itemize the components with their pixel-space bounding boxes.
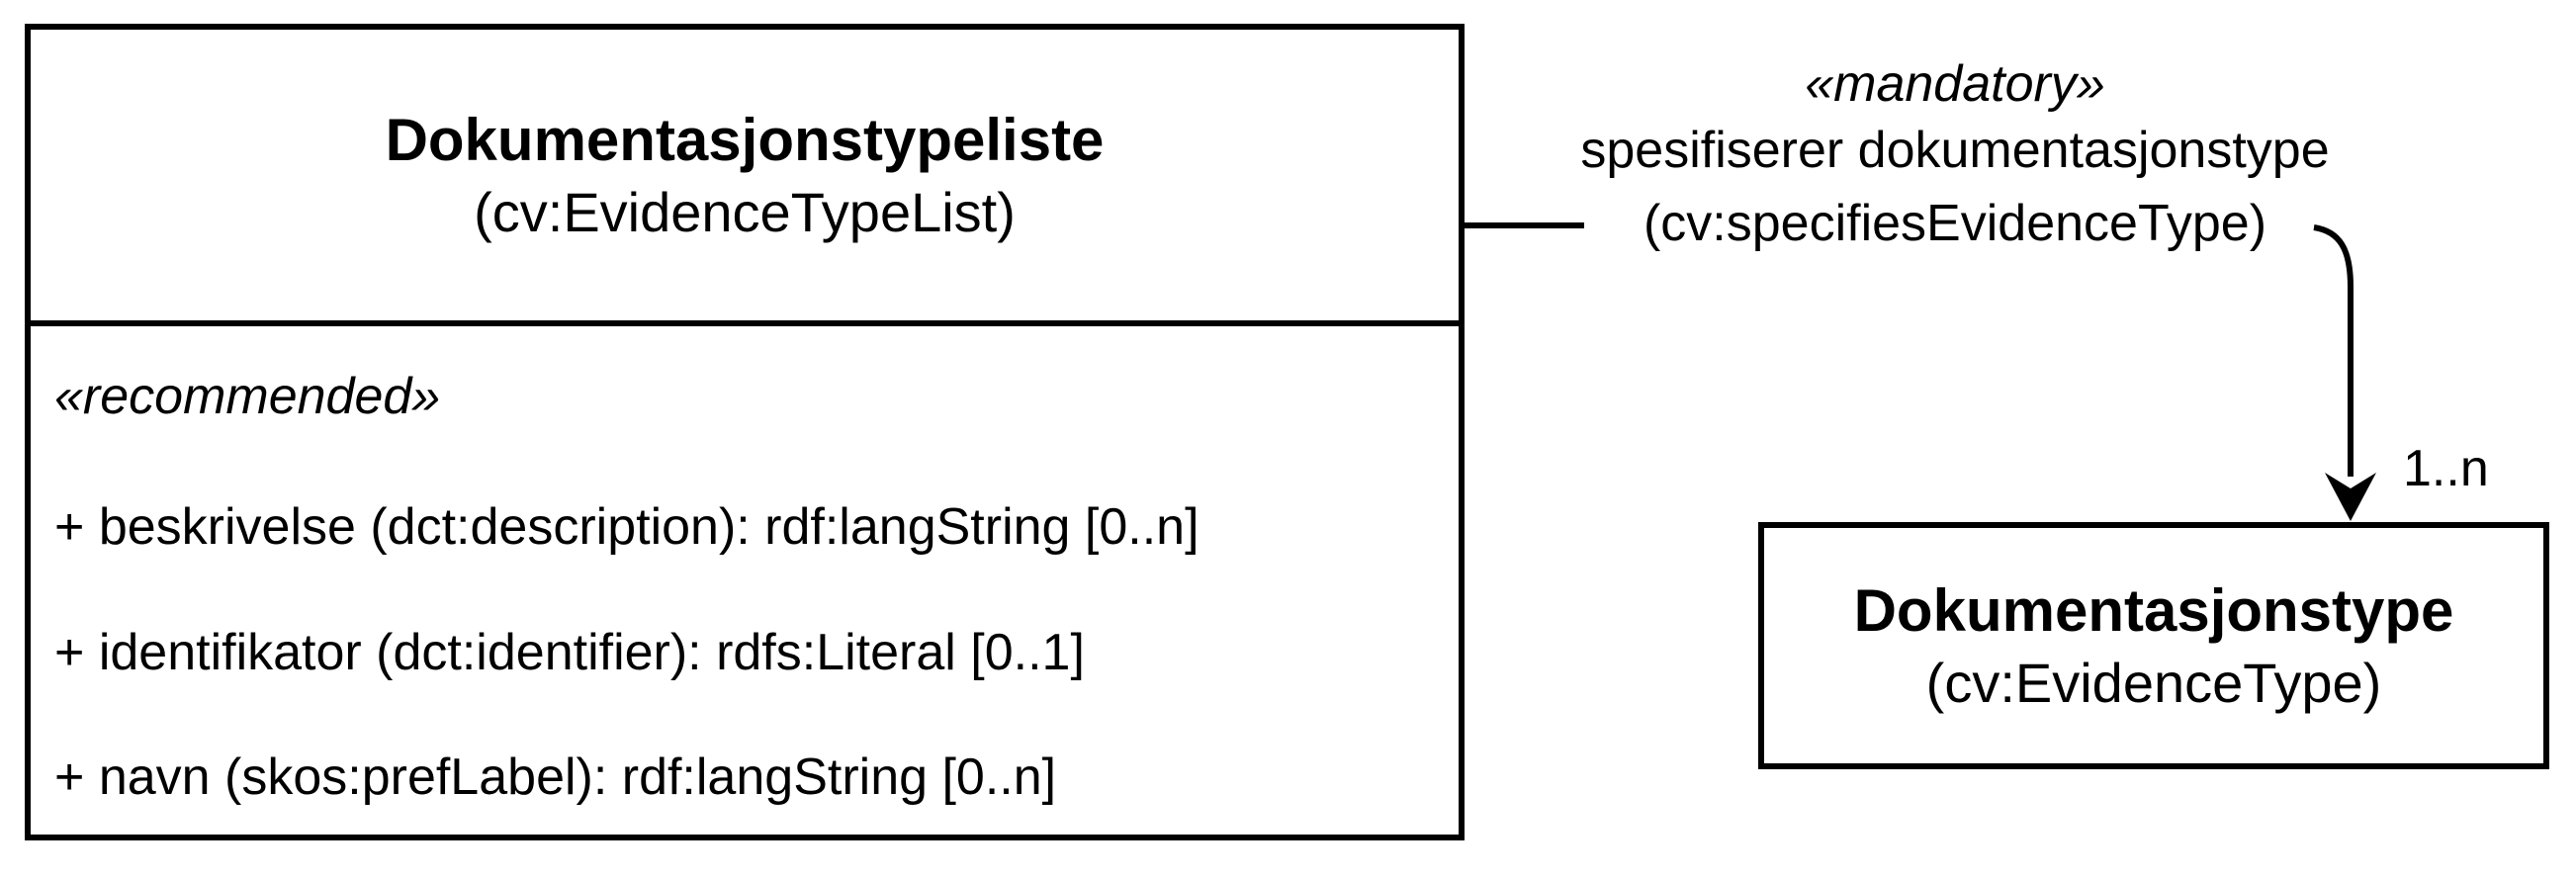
association-stereotype: «mandatory» (1805, 55, 2105, 113)
class-box-dokumentasjonstype (1758, 522, 2549, 769)
source-class-uri: (cv:EvidenceTypeList) (474, 181, 1016, 243)
association-multiplicity: 1..n (2403, 440, 2489, 497)
attribute-identifikator: + identifikator (dct:identifier): rdfs:L… (54, 624, 1085, 681)
target-class-uri: (cv:EvidenceType) (1925, 652, 2382, 714)
association-uri: (cv:specifiesEvidenceType) (1643, 195, 2267, 252)
association-curve-line (2313, 224, 2354, 477)
association-name: spesifiserer dokumentasjonstype (1580, 122, 2330, 179)
source-class-stereotype: «recommended» (54, 368, 441, 425)
association-arrowhead-icon (2325, 473, 2376, 521)
attribute-navn: + navn (skos:prefLabel): rdf:langString … (54, 748, 1057, 806)
source-class-title: Dokumentasjonstypeliste (385, 107, 1105, 173)
attribute-beskrivelse: + beskrivelse (dct:description): rdf:lan… (54, 498, 1199, 556)
class-box-dokumentasjonstypeliste (25, 24, 1465, 840)
compartment-divider (25, 320, 1465, 326)
target-class-title: Dokumentasjonstype (1853, 577, 2454, 644)
